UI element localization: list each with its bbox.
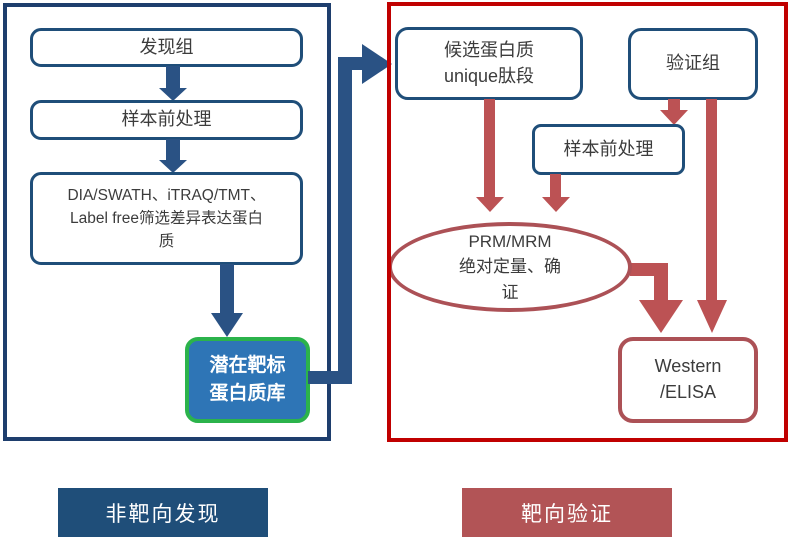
prm-to-western-arrowhead [639,300,683,333]
western-elisa-line2: /ELISA [659,382,717,402]
arrow-discovery-to-prep-shaft [166,66,180,90]
prm-mrm-line3: 证 [501,282,519,302]
arrow-validation-to-prep-shaft [668,99,680,111]
sample-prep-right-label: 样本前处理 [563,138,654,159]
prm-mrm-line2: 绝对定量、确 [459,257,561,277]
library-to-candidate-connector-top-segment [350,57,363,70]
arrow-prep-to-prm-shaft [550,174,561,198]
screening-methods-line1: DIA/SWATH、iTRAQ/TMT、 [67,186,266,204]
prm-to-western-connector-vertical-segment [654,263,668,301]
arrow-candidate-to-prm-shaft [484,99,495,198]
arrow-candidate-to-prm-head [476,197,504,212]
non-targeted-discovery-tag: 非靶向发现 [58,488,268,537]
screening-methods-box: DIA/SWATH、iTRAQ/TMT、 Label free筛选差异表达蛋白 … [30,172,303,265]
screening-methods-line2: Label free筛选差异表达蛋白 [70,209,263,227]
validation-group-label: 验证组 [666,53,720,74]
western-elisa-box: Western /ELISA [618,337,758,423]
arrow-prep-to-screening-shaft [166,139,180,162]
discovery-group-label: 发现组 [139,36,194,57]
target-library-line1: 潜在靶标 [209,355,286,377]
arrow-validation-to-prep-head [660,110,688,125]
discovery-group-box: 发现组 [30,28,303,67]
arrow-screening-to-library-head [211,313,243,337]
arrow-screening-to-library-shaft [220,264,234,315]
targeted-validation-tag: 靶向验证 [462,488,672,537]
candidate-protein-line2: unique肽段 [443,65,535,86]
validation-group-box: 验证组 [628,28,758,100]
prm-mrm-ellipse: PRM/MRM 绝对定量、确 证 [388,222,632,312]
western-elisa-line1: Western [654,356,722,377]
library-to-candidate-connector-bottom-segment [308,371,340,384]
candidate-protein-box: 候选蛋白质 unique肽段 [395,27,583,100]
screening-methods-line3: 质 [158,233,175,251]
sample-prep-left-box: 样本前处理 [30,100,303,140]
targeted-validation-tag-label: 靶向验证 [521,502,613,526]
sample-prep-right-box: 样本前处理 [532,124,685,175]
arrow-validation-to-western-shaft [706,99,717,302]
target-library-line2: 蛋白质库 [209,383,286,404]
arrow-discovery-to-prep-head [159,88,187,101]
arrow-validation-to-western-head [697,300,727,333]
library-to-candidate-connector-vertical-segment [338,57,352,384]
arrow-prep-to-screening-head [159,160,187,173]
target-protein-library-box: 潜在靶标 蛋白质库 [185,337,310,423]
library-to-candidate-arrowhead [362,44,392,84]
sample-prep-left-label: 样本前处理 [121,109,212,130]
candidate-protein-line1: 候选蛋白质 [444,39,534,60]
prm-mrm-line1: PRM/MRM [468,231,552,251]
non-targeted-discovery-tag-label: 非靶向发现 [105,502,221,526]
arrow-prep-to-prm-head [542,197,570,212]
